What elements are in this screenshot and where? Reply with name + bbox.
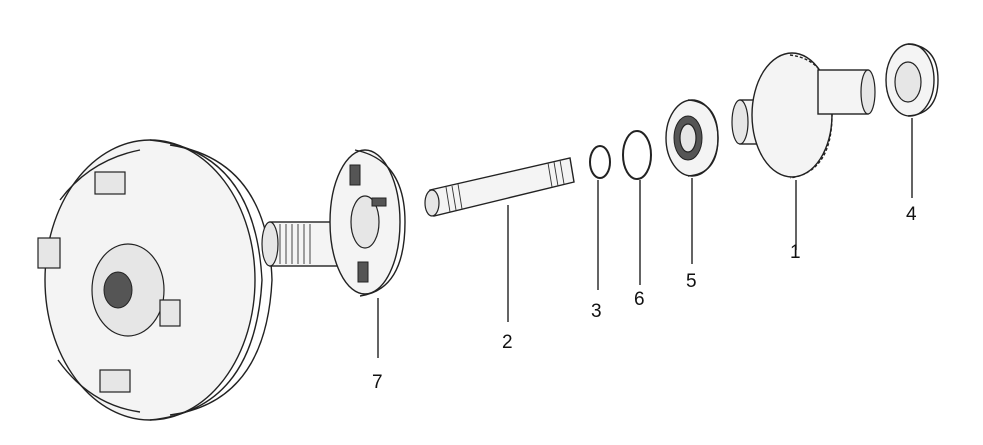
callout-5: 5	[686, 271, 697, 292]
bearing	[665, 99, 719, 177]
input-shaft	[424, 157, 575, 217]
torque-converter	[37, 139, 273, 421]
callout-4: 4	[906, 204, 917, 225]
leader-lines	[377, 118, 913, 358]
callout-3: 3	[591, 301, 602, 322]
converter-hub-shaft	[261, 149, 406, 297]
callout-2: 2	[502, 332, 513, 353]
gear-shaft	[731, 52, 876, 179]
snap-ring	[589, 145, 611, 179]
callout-1: 1	[790, 242, 801, 263]
callout-6: 6	[634, 289, 645, 310]
thrust-ring	[622, 130, 652, 180]
callout-7: 7	[372, 372, 383, 393]
end-bearing	[885, 43, 939, 117]
